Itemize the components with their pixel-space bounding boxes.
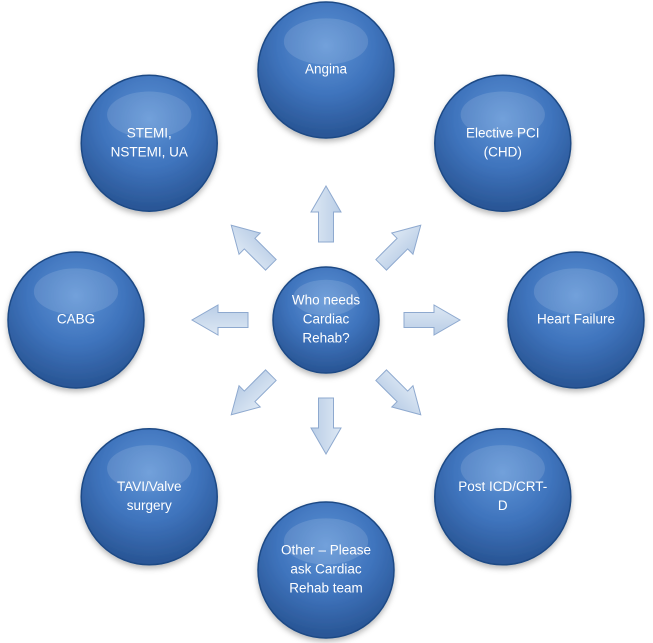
arrow-shape xyxy=(310,184,342,243)
node-stemi-nstemi-ua-highlight xyxy=(107,91,192,138)
node-heart-failure-circle xyxy=(507,251,645,389)
nodes.3-label-line: D xyxy=(498,498,508,513)
node-elective-pci-circle xyxy=(434,74,572,212)
node-post-icd-crt-circle xyxy=(434,428,572,566)
nodes.4-label-line: Rehab team xyxy=(289,581,363,596)
nodes.3-label-line: Post ICD/CRT- xyxy=(458,479,547,494)
node-angina: Angina xyxy=(257,1,395,139)
node-other-highlight xyxy=(283,518,369,565)
center-label-line: Cardiac xyxy=(303,312,350,327)
node-heart-failure-highlight xyxy=(533,268,619,315)
arrow-elective-pci xyxy=(375,224,422,271)
node-other-circle xyxy=(257,501,395,639)
nodes.5-label-line: TAVI/Valve xyxy=(117,479,182,494)
arrow-other xyxy=(310,397,342,456)
center-label-line: Who needs xyxy=(292,293,361,308)
arrow-shape xyxy=(190,304,249,336)
node-angina-highlight xyxy=(283,18,369,65)
node-cabg-highlight xyxy=(33,268,119,315)
node-stemi-nstemi-ua: STEMI, NSTEMI, UA xyxy=(80,74,218,212)
arrow-heart-failure xyxy=(403,304,462,336)
center-label-line: Rehab? xyxy=(302,331,349,346)
node-stemi-nstemi-ua-circle xyxy=(80,74,218,212)
arrow-shape xyxy=(230,224,277,271)
arrow-shape xyxy=(403,304,462,336)
arrows-group xyxy=(190,184,462,456)
node-elective-pci: Elective PCI (CHD) xyxy=(434,74,572,212)
arrow-shape xyxy=(375,369,422,416)
node-post-icd-crt-highlight xyxy=(460,445,545,492)
node-tavi-valve-highlight xyxy=(107,445,192,492)
nodes.7-label-line: NSTEMI, UA xyxy=(111,144,188,159)
nodes.1-label-line: Elective PCI xyxy=(466,125,540,140)
arrow-cabg xyxy=(190,304,249,336)
node-elective-pci-highlight xyxy=(460,91,545,138)
nodes.2-label-line: Heart Failure xyxy=(537,312,615,327)
nodes.5-label-line: surgery xyxy=(127,498,172,513)
node-angina-circle xyxy=(257,1,395,139)
arrow-tavi-valve xyxy=(230,369,277,416)
arrow-angina xyxy=(310,184,342,243)
node-tavi-valve-circle xyxy=(80,428,218,566)
nodes.1-label-line: (CHD) xyxy=(484,144,522,159)
node-heart-failure: Heart Failure xyxy=(507,251,645,389)
nodes.7-label-line: STEMI, xyxy=(127,125,172,140)
arrow-shape xyxy=(310,397,342,456)
nodes.6-label-line: CABG xyxy=(57,312,95,327)
center-node-highlight xyxy=(293,279,359,316)
arrow-post-icd-crt xyxy=(375,369,422,416)
node-post-icd-crt: Post ICD/CRT- D xyxy=(434,428,572,566)
nodes.4-label-line: Other – Please xyxy=(281,543,371,558)
arrow-shape xyxy=(375,224,422,271)
arrow-shape xyxy=(230,369,277,416)
arrow-stemi-nstemi-ua xyxy=(230,224,277,271)
center-node-circle xyxy=(272,266,380,374)
nodes.4-label-line: ask Cardiac xyxy=(290,562,362,577)
node-cabg-circle xyxy=(7,251,145,389)
node-cabg: CABG xyxy=(7,251,145,389)
node-tavi-valve: TAVI/Valve surgery xyxy=(80,428,218,566)
nodes.0-label-line: Angina xyxy=(305,62,348,77)
